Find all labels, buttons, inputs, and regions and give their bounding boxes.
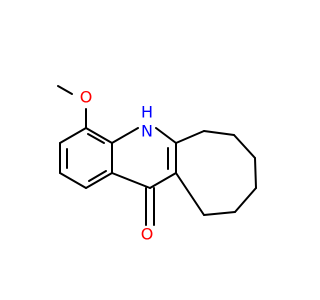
bond-a6-a1 — [85, 127, 113, 144]
bond-cyclo-1 — [175, 130, 205, 144]
bond-a1-a2 — [59, 127, 87, 144]
double-bond-inner-2 — [88, 170, 107, 182]
bond-cyclo-7 — [175, 172, 205, 216]
bond-cyclo-3 — [233, 134, 256, 159]
oxygen-methoxy-label: O — [80, 88, 93, 107]
bond-cyclo-2 — [203, 130, 235, 136]
bond-a3-a4 — [59, 172, 87, 189]
bond-right-fusion-bottom — [149, 172, 177, 189]
bond-a4-a5 — [85, 172, 113, 189]
bond-cyclo-6 — [203, 211, 236, 216]
bond-n-left-ring — [111, 127, 139, 144]
double-bond-inner-3 — [87, 133, 105, 144]
molecule-structure: O N H O — [57, 85, 257, 244]
bond-carbonyl-left — [111, 172, 151, 189]
bond-cyclo-5 — [234, 187, 257, 213]
bond-n-right-ring — [155, 127, 177, 144]
bond-cyclo-4 — [254, 157, 257, 189]
nitrogen-label: N — [141, 122, 153, 141]
oxygen-carbonyl-label: O — [141, 225, 154, 244]
bond-methyl-o — [57, 85, 73, 95]
molecule-canvas: O N H O — [57, 85, 257, 244]
hydrogen-on-nitrogen-label: H — [141, 103, 153, 122]
